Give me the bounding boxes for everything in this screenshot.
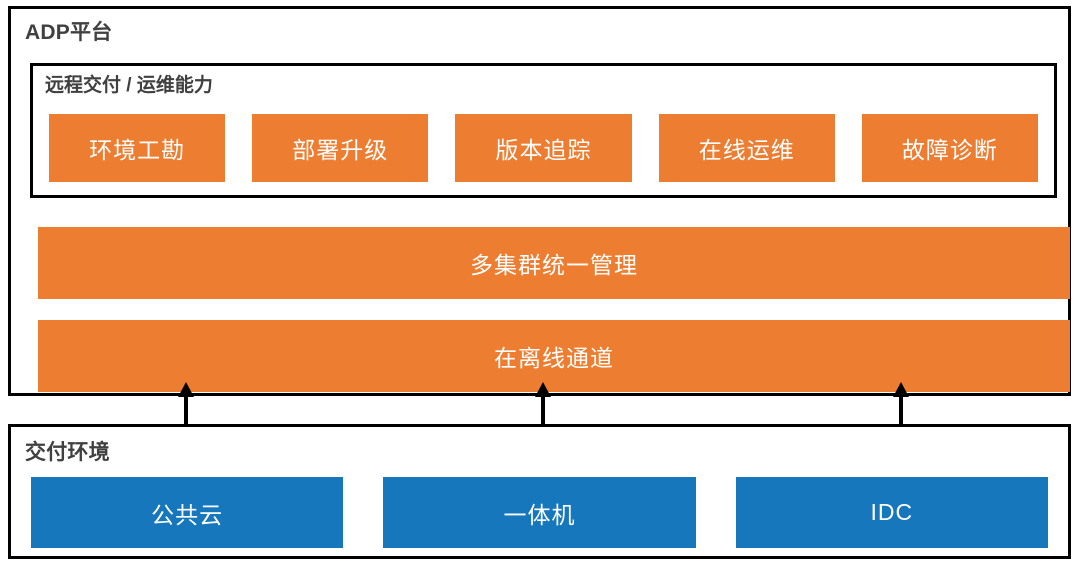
capability-pill-online-ops[interactable]: 在线运维 (658, 114, 835, 182)
capability-pill-environment-survey[interactable]: 环境工勘 (49, 114, 226, 182)
environment-box-row: 公共云 一体机 IDC (31, 477, 1048, 548)
capability-pill-row: 环境工勘 部署升级 版本追踪 在线运维 故障诊断 (49, 114, 1039, 182)
environment-section-title: 交付环境 (25, 441, 110, 464)
platform-section-title: ADP平台 (25, 21, 113, 44)
environment-section: 交付环境 公共云 一体机 IDC (8, 424, 1071, 559)
environment-box-idc[interactable]: IDC (735, 477, 1048, 548)
environment-box-public-cloud[interactable]: 公共云 (31, 477, 344, 548)
capability-group: 远程交付 / 运维能力 环境工勘 部署升级 版本追踪 在线运维 故障诊断 (30, 63, 1057, 198)
environment-box-appliance[interactable]: 一体机 (383, 477, 696, 548)
capability-pill-deploy-upgrade[interactable]: 部署升级 (252, 114, 429, 182)
capability-group-title: 远程交付 / 运维能力 (45, 75, 213, 96)
capability-pill-version-tracking[interactable]: 版本追踪 (455, 114, 632, 182)
bar-online-offline-channel[interactable]: 在离线通道 (38, 320, 1070, 392)
platform-section: ADP平台 远程交付 / 运维能力 环境工勘 部署升级 版本追踪 在线运维 故障… (8, 6, 1071, 396)
bar-multi-cluster-management[interactable]: 多集群统一管理 (38, 227, 1070, 299)
capability-pill-fault-diagnosis[interactable]: 故障诊断 (861, 114, 1039, 182)
